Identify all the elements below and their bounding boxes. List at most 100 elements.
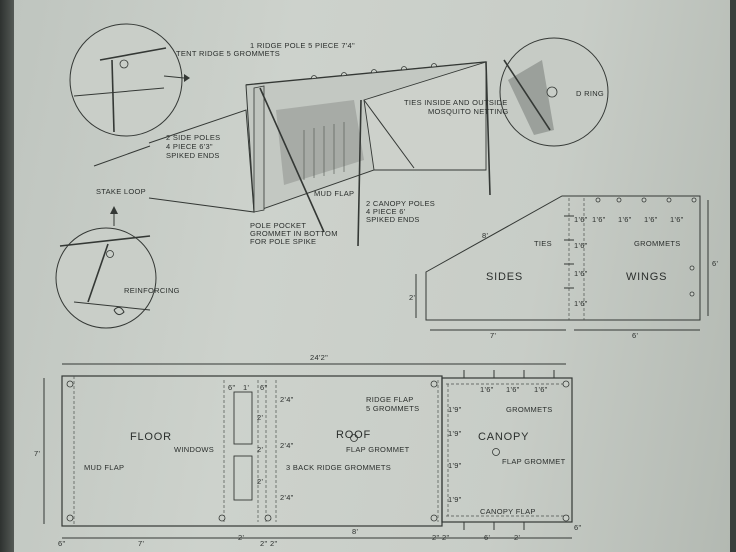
arrow-up-icon: [110, 206, 118, 214]
detail-d-ring-pole: [503, 59, 551, 131]
dim-floor-7: 7': [138, 539, 144, 548]
label-canopy-poles-2: 4 PIECE 6': [366, 207, 406, 216]
dim-floor-6: 6": [58, 539, 65, 548]
label-ridge-flap-2: 5 GROMMETS: [366, 404, 419, 413]
dim-wing-col-1: 1'6": [574, 215, 588, 224]
label-flap-grommet-roof: FLAP GROMMET: [346, 445, 410, 454]
label-side-poles-1: 2 SIDE POLES: [166, 133, 220, 142]
arrow-head-icon: [184, 74, 190, 82]
flap-grommet-icon: [350, 434, 358, 442]
dim-roof-8: 8': [352, 527, 358, 536]
dim-side-24-3: 2'4": [280, 493, 294, 502]
detail-reinforce-bottom: [73, 301, 151, 311]
label-ties-inside: TIES INSIDE AND OUTSIDE: [404, 98, 508, 107]
wing-tie-ticks: [564, 215, 574, 289]
dim-wing-col-2: 1'6": [574, 241, 588, 250]
detail-grommet: [119, 59, 129, 69]
label-pole-pocket-1: POLE POCKET: [250, 221, 306, 230]
dim-can-19-2: 1'9": [448, 429, 462, 438]
tent-side-wall: [253, 85, 265, 213]
label-canopy: CANOPY: [478, 431, 529, 443]
label-d-ring: D RING: [576, 89, 604, 98]
dim-can-top-1: 1'6": [480, 385, 494, 394]
label-windows: WINDOWS: [174, 445, 214, 454]
dim-can-top-2: 1'6": [506, 385, 520, 394]
label-stake-loop: STAKE LOOP: [96, 187, 146, 196]
label-mud-flap-top: MUD FLAP: [314, 189, 354, 198]
dim-wing-top-2: 1'6": [618, 215, 632, 224]
dim-wing-top-3: 1'6": [644, 215, 658, 224]
dim-wing-7: 7': [490, 331, 496, 340]
label-pole-pocket-3: FOR POLE SPIKE: [250, 237, 316, 246]
label-ties: TIES: [534, 239, 552, 248]
dim-can-bot-6: 6': [484, 533, 490, 542]
wing-sides-pattern: SIDES WINGS TIES GROMMETS 8' 2' 7' 6' 6'…: [409, 195, 718, 340]
dim-can-19-1: 1'9": [448, 405, 462, 414]
dim-win-h-2: 2': [257, 445, 263, 454]
label-ridge-flap-1: RIDGE FLAP: [366, 395, 414, 404]
detail-vertical-pole: [111, 59, 115, 133]
mosquito-netting-hatch: [303, 122, 345, 180]
detail-reinforce-pole: [87, 243, 109, 303]
dim-height-7: 7': [34, 449, 40, 458]
detail-d-ring-shadow: [508, 60, 554, 135]
label-tent-ridge: TENT RIDGE 5 GROMMETS: [176, 49, 280, 58]
detail-ridge-pole: [99, 47, 167, 61]
detail-circle-ridge: [69, 23, 183, 137]
label-floor: FLOOR: [130, 431, 172, 443]
label-side-poles-2: 4 PIECE 6'3": [166, 142, 213, 151]
label-pole-pocket-2: GROMMET IN BOTTOM: [250, 229, 338, 238]
blueprint-page: TENT RIDGE 5 GROMMETS 1 RIDGE POLE 5 PIE…: [14, 0, 730, 552]
dim-win-top-b: 1': [243, 383, 249, 392]
dim-can-19-4: 1'9": [448, 495, 462, 504]
label-grommets-wing: GROMMETS: [634, 239, 681, 248]
page-edge-shadow: [0, 0, 14, 552]
tent-canopy-wall: [363, 61, 487, 171]
front-pole-diagonal: [259, 87, 325, 233]
tent-interior-shadow: [276, 100, 364, 185]
side-pole: [485, 61, 491, 196]
dim-wing-6r: 6': [712, 259, 718, 268]
label-ridge-pole: 1 RIDGE POLE 5 PIECE 7'4": [250, 41, 355, 50]
dim-wing-top-1: 1'6": [592, 215, 606, 224]
canopy-pole: [357, 99, 362, 247]
label-roof: ROOF: [336, 429, 371, 441]
label-mosquito: MOSQUITO NETTING: [428, 107, 509, 116]
dim-gap-2a: 2": [260, 539, 267, 548]
label-canopy-poles-1: 2 CANOPY POLES: [366, 199, 435, 208]
label-side-poles-3: SPIKED ENDS: [166, 151, 220, 160]
label-back-ridge: 3 BACK RIDGE GROMMETS: [286, 463, 391, 472]
dim-can-bot-2: 2': [514, 533, 520, 542]
dim-can-19-3: 1'9": [448, 461, 462, 470]
dim-gap-2c: 2": [432, 533, 439, 542]
tent-isometric-view: TENT RIDGE 5 GROMMETS 1 RIDGE POLE 5 PIE…: [55, 23, 609, 329]
stake-rope: [93, 145, 151, 167]
canopy-outline: [441, 377, 573, 523]
dim-can-6in: 6": [574, 523, 581, 532]
dim-total-width: 24'2": [310, 353, 328, 362]
label-grommets-canopy: GROMMETS: [506, 405, 553, 414]
dim-win-top-a: 6": [228, 383, 235, 392]
dim-wing-col-3: 1'6": [574, 269, 588, 278]
dim-can-top-3: 1'6": [534, 385, 548, 394]
label-sides: SIDES: [486, 271, 523, 283]
reinforce-grommet: [106, 250, 114, 258]
tent-left-wall: [148, 109, 255, 213]
dim-win-h-1: 2': [257, 413, 263, 422]
tent-plan-drawing: TENT RIDGE 5 GROMMETS 1 RIDGE POLE 5 PIE…: [34, 23, 718, 548]
dim-wing-8: 8': [482, 231, 488, 240]
canopy-top-ticks: [463, 370, 555, 530]
label-reinforcing: REINFORCING: [124, 286, 180, 295]
label-wings: WINGS: [626, 271, 667, 283]
dim-win-top-c: 6": [260, 383, 267, 392]
wing-outline: [425, 195, 701, 321]
window-upper: [233, 391, 253, 445]
dim-gap-2d: 2": [442, 533, 449, 542]
flap-grommet-icon: [492, 448, 500, 456]
detail-circle-reinforcing: [55, 227, 157, 329]
dim-gap-2b: 2": [270, 539, 277, 548]
dim-wing-top-4: 1'6": [670, 215, 684, 224]
dim-side-24-1: 2'4": [280, 395, 294, 404]
stake-loop-icon: [113, 306, 125, 316]
wing-top-grommets: [595, 197, 697, 297]
